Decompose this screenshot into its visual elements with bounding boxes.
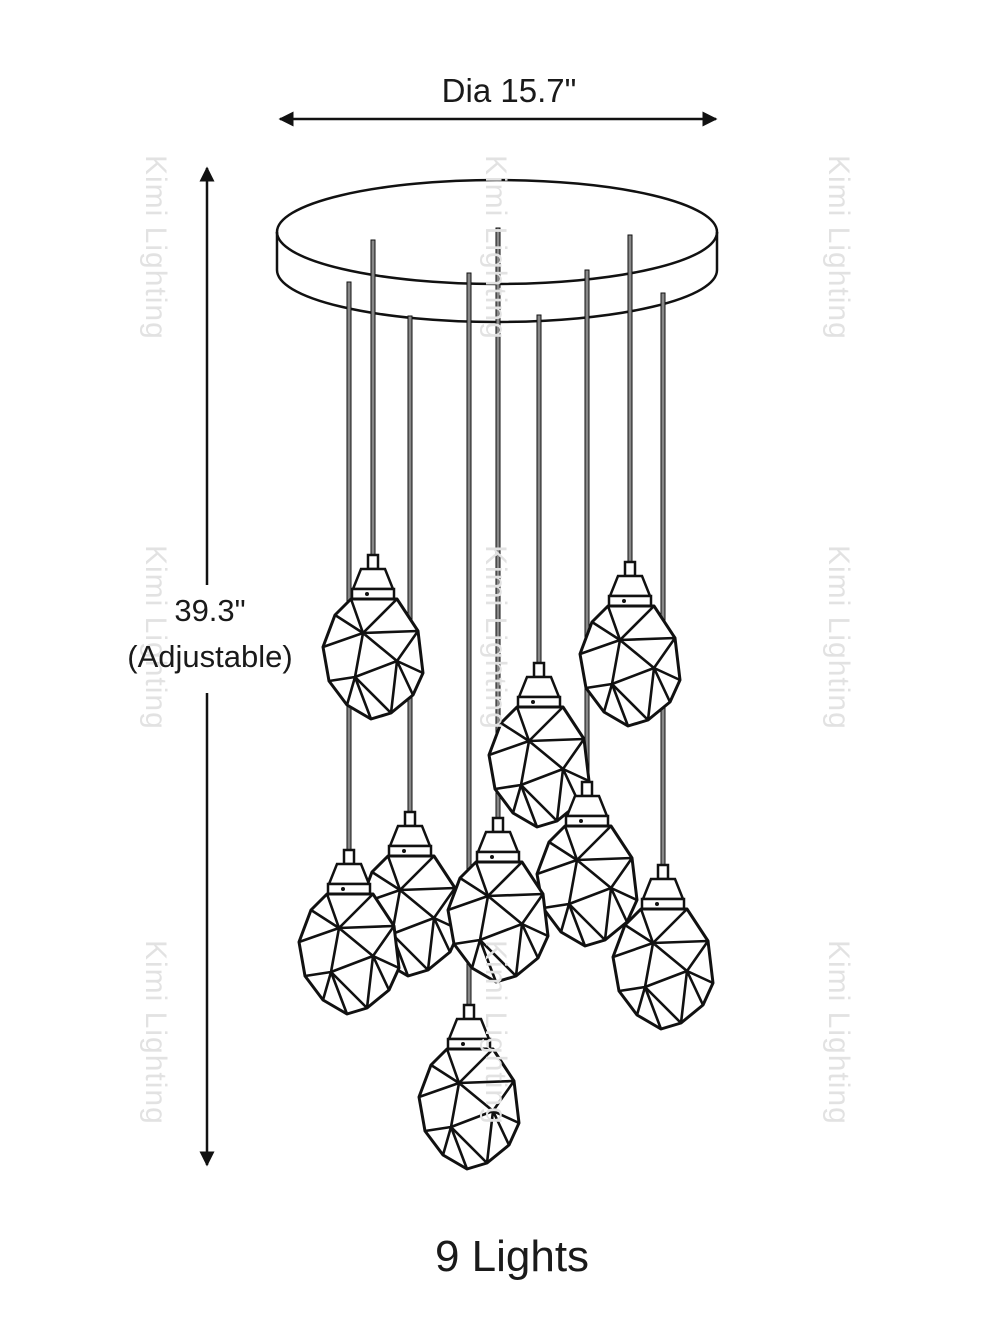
watermark-text: Kimi Lighting [822,940,855,1125]
light-count-title: 9 Lights [434,1232,590,1281]
watermark-text: Kimi Lighting [139,155,172,340]
pendant-cord [536,314,542,664]
watermark-text: Kimi Lighting [822,545,855,730]
watermark-text: Kimi Lighting [479,155,512,340]
height-label: 39.3" (Adjustable) [105,588,315,680]
pendant-cord [627,234,633,563]
watermark-text: Kimi Lighting [139,940,172,1125]
watermark-text: Kimi Lighting [479,545,512,730]
pendant-cord [660,292,666,866]
pendant-cord [370,239,376,556]
diameter-label: Dia 15.7" [441,72,577,109]
pendant-cord [584,269,590,783]
watermark-text: Kimi Lighting [479,940,512,1125]
height-note: (Adjustable) [127,639,293,674]
watermark-text: Kimi Lighting [822,155,855,340]
pendant-cord [346,281,352,851]
height-value: 39.3" [174,593,246,628]
pendant-cord [407,315,413,813]
